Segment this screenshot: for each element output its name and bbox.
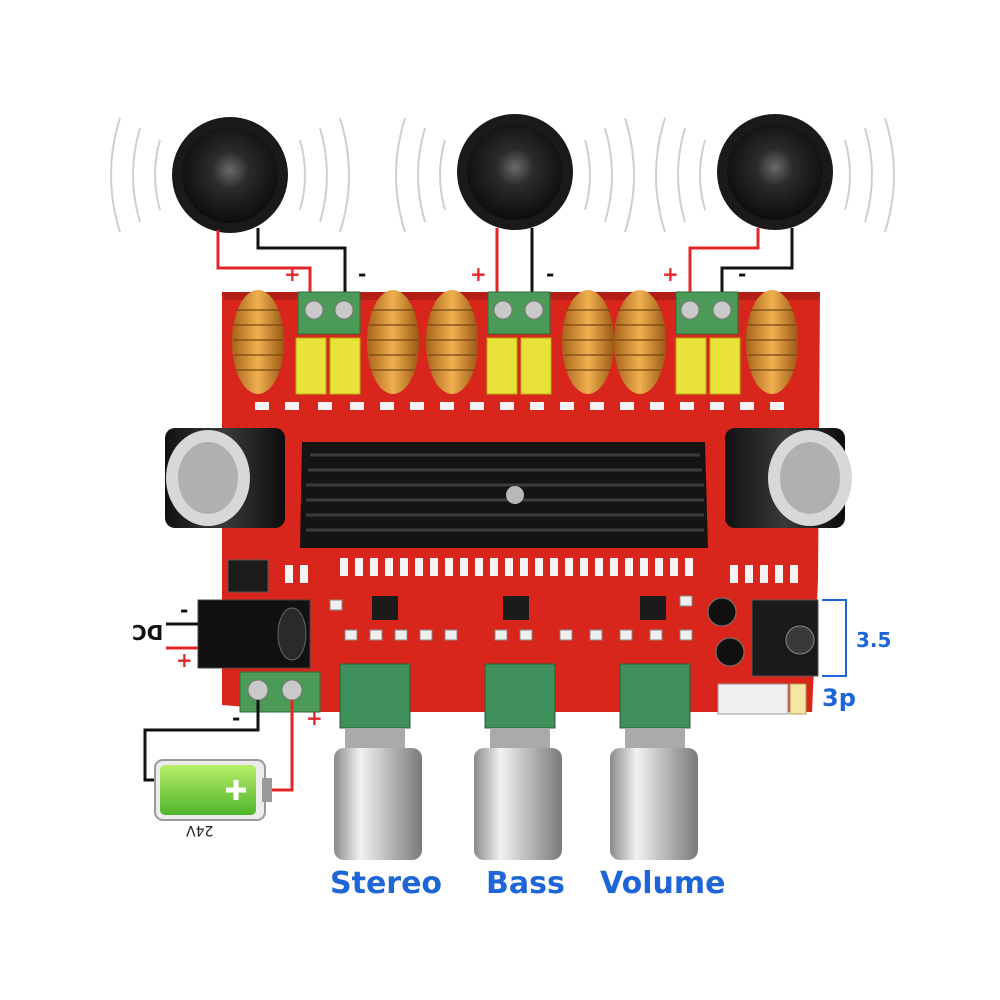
inductor-coils	[232, 290, 798, 394]
dc-plus-sign: +	[176, 648, 193, 672]
heatsink	[300, 442, 708, 548]
volume-label: Volume	[600, 866, 726, 901]
electrolytic-capacitor-left	[165, 428, 285, 528]
connector-3p	[717, 683, 807, 715]
center-speaker-plus: +	[470, 262, 487, 286]
right-speaker-plus: +	[662, 262, 679, 286]
bass-label: Bass	[486, 866, 565, 901]
electrolytic-capacitor-right	[725, 428, 852, 528]
stereo-label: Stereo	[330, 866, 443, 901]
speaker-left	[110, 117, 350, 233]
battery-terminal-minus: -	[232, 706, 241, 730]
battery-wires	[143, 700, 294, 792]
left-speaker-plus: +	[284, 262, 301, 286]
dc-power-jack	[166, 599, 311, 669]
bass-knob[interactable]	[474, 663, 562, 860]
battery-terminal-plus: +	[306, 706, 323, 730]
right-speaker-minus: -	[738, 262, 747, 286]
output-terminals	[297, 291, 739, 335]
regulator	[227, 559, 269, 593]
dc-label: DC	[132, 620, 164, 644]
speaker-right	[655, 114, 895, 233]
yellow-capacitors	[295, 337, 741, 395]
battery-icon	[154, 759, 272, 821]
jack-label: 3.5	[856, 628, 892, 652]
ic-chip-center	[503, 596, 529, 620]
stereo-knob[interactable]	[334, 663, 422, 860]
connector-label: 3p	[822, 684, 856, 712]
dc-minus-sign: -	[180, 598, 189, 622]
jack-bracket	[822, 599, 847, 677]
battery-voltage-label: 24V	[186, 822, 214, 838]
center-speaker-minus: -	[546, 262, 555, 286]
speaker-wires	[216, 228, 794, 300]
ic-chip-right	[640, 596, 666, 620]
ic-chip-left	[372, 596, 398, 620]
speaker-center	[395, 114, 635, 233]
power-terminal	[239, 671, 321, 713]
volume-knob[interactable]	[610, 663, 698, 860]
audio-jack-3-5mm	[707, 597, 819, 677]
left-speaker-minus: -	[358, 262, 367, 286]
